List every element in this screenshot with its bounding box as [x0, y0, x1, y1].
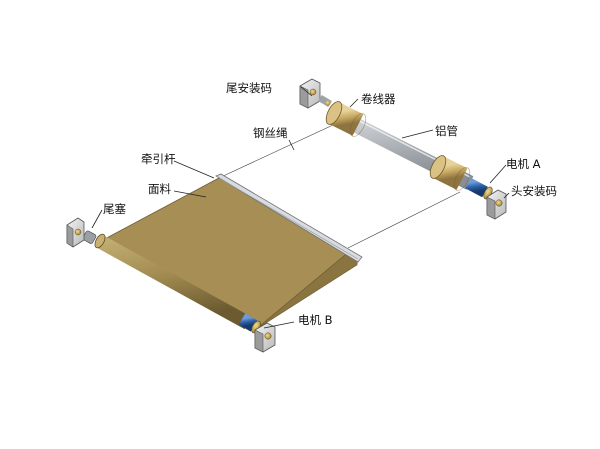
label-pull-rod: 牵引杆	[141, 152, 176, 166]
label-tail-mount: 尾安装码	[226, 81, 272, 95]
leader-lines	[91, 86, 510, 329]
tail-plug-bracket	[66, 217, 85, 248]
bottom-roller-tube	[94, 233, 252, 330]
winder-right	[429, 155, 471, 191]
head-mount-bracket	[486, 189, 507, 220]
label-tail-plug: 尾塞	[103, 202, 126, 216]
labels: 尾安装码 卷线器 铝管 钢丝绳 牵引杆 面料 尾塞 电机 A 头安装码 电机 B	[103, 81, 557, 327]
motor-b-bracket	[254, 322, 276, 353]
pull-rod	[215, 173, 363, 263]
label-steel-wire: 钢丝绳	[253, 126, 288, 140]
label-aluminum-tube: 铝管	[435, 124, 458, 138]
label-head-mount: 头安装码	[511, 184, 557, 198]
label-motor-b: 电机 B	[298, 313, 333, 327]
winder-left	[325, 101, 367, 137]
tail-plug	[82, 230, 97, 244]
label-motor-a: 电机 A	[506, 157, 541, 171]
label-winder: 卷线器	[361, 92, 396, 106]
tail-mount-connector	[318, 94, 332, 108]
steel-wires	[218, 124, 461, 249]
label-fabric: 面料	[148, 182, 171, 196]
tail-mount-bracket	[299, 78, 321, 109]
